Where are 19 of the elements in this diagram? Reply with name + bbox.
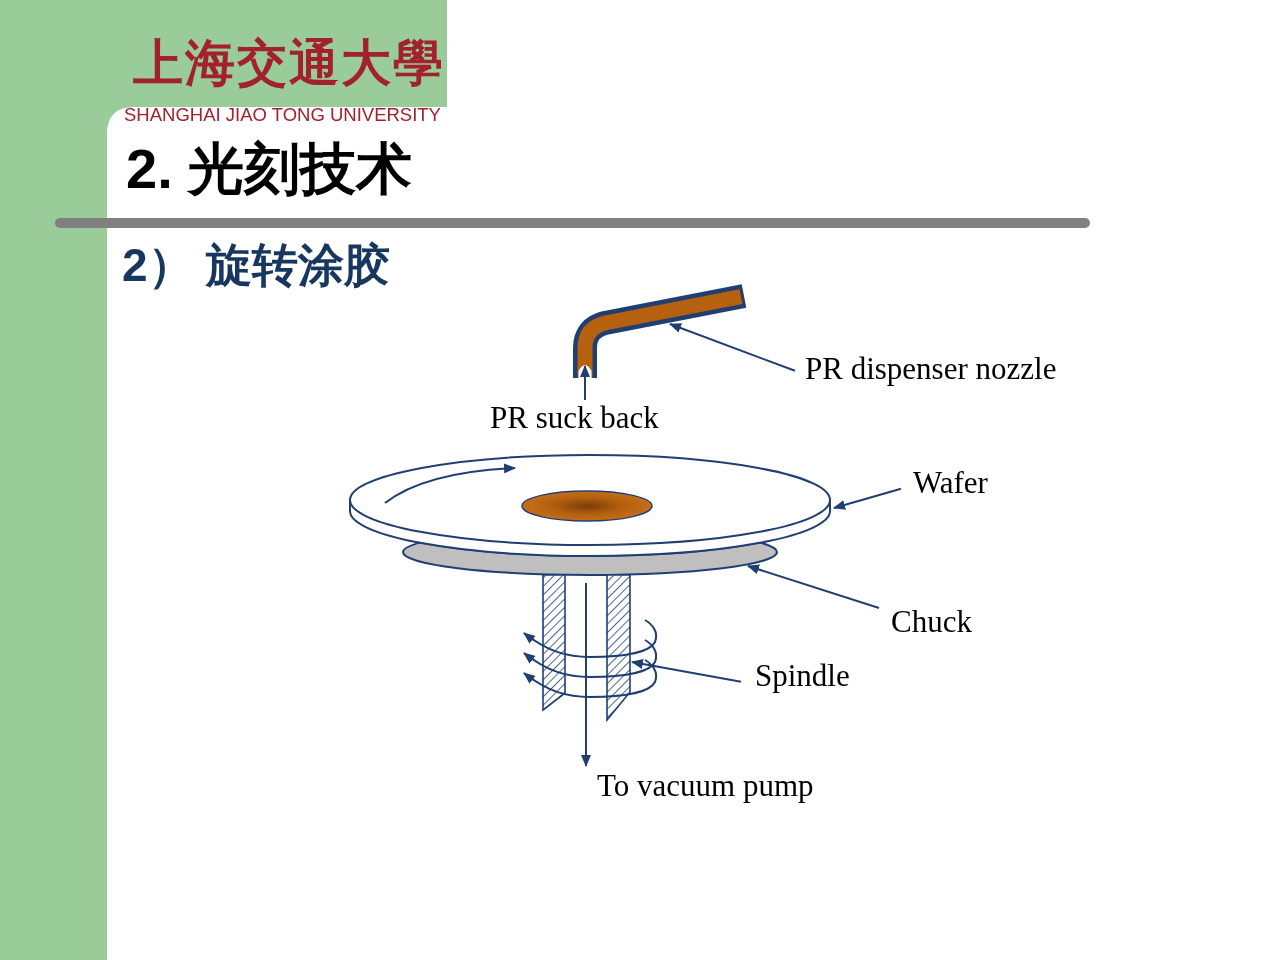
slide-title: 2. 光刻技术 xyxy=(126,138,413,200)
part-label: PR dispenser nozzle xyxy=(805,351,1057,387)
part-label: Chuck xyxy=(891,604,972,640)
leader-line xyxy=(631,659,742,683)
university-name: SHANGHAI JIAO TONG UNIVERSITY xyxy=(124,105,441,126)
wafer xyxy=(349,454,831,557)
part-label: Wafer xyxy=(913,465,988,501)
university-name: 上海交通大學 xyxy=(133,36,445,91)
leader-line xyxy=(580,365,590,401)
part-label: To vacuum pump xyxy=(597,768,814,804)
dispenser-nozzle xyxy=(573,284,747,378)
leader-line xyxy=(669,323,796,372)
part-label: PR suck back xyxy=(490,400,659,436)
spindle xyxy=(542,574,631,723)
arrow xyxy=(581,582,591,767)
section-heading: 2） 旋转涂胶 xyxy=(122,240,391,291)
part-label: Spindle xyxy=(755,658,850,694)
leader-line xyxy=(833,487,902,510)
leader-line xyxy=(747,564,880,609)
